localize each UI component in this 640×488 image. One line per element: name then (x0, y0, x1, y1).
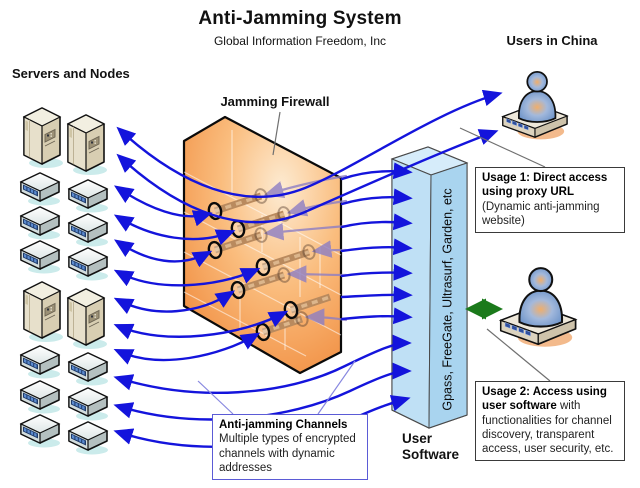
usage1-callout-box: Usage 1: Direct access using proxy URL (… (475, 167, 625, 233)
node-box (20, 172, 61, 207)
server-tower (23, 281, 64, 343)
channels-callout-box: Anti-jamming Channels Multiple types of … (212, 414, 368, 480)
users-in-china-label: Users in China (506, 33, 598, 48)
servers-and-nodes-label: Servers and Nodes (12, 66, 130, 81)
page-title: Anti-Jamming System (198, 8, 402, 29)
node-box (68, 179, 109, 214)
channels-heading: Anti-jamming Channels (219, 419, 348, 431)
anti-jamming-channel-arrows (113, 89, 503, 448)
node-box (20, 206, 61, 241)
server-tower (23, 107, 64, 169)
server-tower (67, 114, 108, 176)
jamming-firewall-label: Jamming Firewall (220, 94, 330, 109)
usage1-body: (Dynamic anti-jamming website) (482, 200, 600, 227)
usage1-heading: Usage 1: Direct access using proxy URL (482, 172, 608, 199)
page-subtitle: Global Information Freedom, Inc (213, 34, 387, 48)
usage2-heading: Usage 2: Access using user software (482, 386, 607, 413)
node-box (20, 380, 61, 415)
node-box (68, 352, 109, 387)
channels-body: Multiple types of encrypted channels wit… (219, 433, 356, 474)
user-figure-2 (499, 267, 577, 348)
faded-channel-arrows (263, 174, 348, 326)
server-tower (67, 288, 108, 350)
node-box (20, 414, 61, 449)
user-software-label: User Software (402, 431, 460, 462)
user-figure-1 (501, 70, 568, 141)
node-box (68, 247, 109, 282)
callout-lines (197, 111, 551, 415)
node-box (68, 213, 109, 248)
node-box (68, 387, 109, 422)
node-box (20, 345, 61, 380)
node-box (20, 240, 61, 275)
usage2-callout-box: Usage 2: Access using user software with… (475, 381, 625, 462)
servers-and-nodes (20, 107, 109, 456)
usage2-body: with functionalities for channel discove… (482, 400, 614, 455)
node-box (68, 421, 109, 456)
software-products-label: Gpass, FreeGate, Ultrasurf, Garden, etc (440, 188, 455, 411)
